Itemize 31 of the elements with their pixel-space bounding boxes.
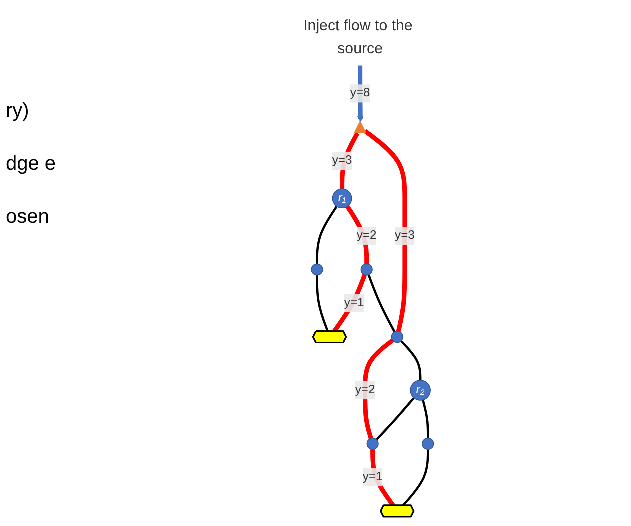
connector bbox=[422, 400, 430, 438]
node-circle bbox=[366, 438, 380, 450]
edge-label: y=1 bbox=[344, 296, 364, 310]
text-fragment: osen bbox=[6, 206, 50, 229]
node-circle: r₁ bbox=[332, 188, 352, 209]
connector bbox=[316, 206, 338, 264]
connector bbox=[402, 450, 430, 507]
edge-label: y=3 bbox=[332, 154, 352, 168]
edge-label: y=8 bbox=[350, 86, 370, 100]
edge-label: y=1 bbox=[363, 470, 383, 484]
text-fragment: dge e bbox=[6, 153, 58, 176]
text-fragment: ry) bbox=[6, 100, 30, 123]
connector bbox=[376, 397, 416, 441]
node-circle: r₂ bbox=[410, 380, 432, 401]
node-text: Inject flow to the source bbox=[304, 18, 414, 58]
connector bbox=[370, 450, 396, 508]
node-circle bbox=[392, 331, 404, 344]
node-circle bbox=[311, 264, 324, 276]
edge-label: y=2 bbox=[356, 384, 376, 397]
arrow bbox=[357, 66, 364, 122]
connector bbox=[364, 129, 408, 332]
connector bbox=[400, 340, 422, 381]
edge-label: y=2 bbox=[357, 229, 377, 242]
edge-label: y=3 bbox=[395, 229, 416, 242]
connector bbox=[363, 338, 394, 440]
node-circle bbox=[422, 438, 434, 450]
connector bbox=[316, 275, 330, 332]
connector bbox=[340, 132, 360, 189]
node-circle bbox=[361, 264, 374, 276]
connector bbox=[368, 274, 396, 333]
connector bbox=[346, 205, 370, 264]
